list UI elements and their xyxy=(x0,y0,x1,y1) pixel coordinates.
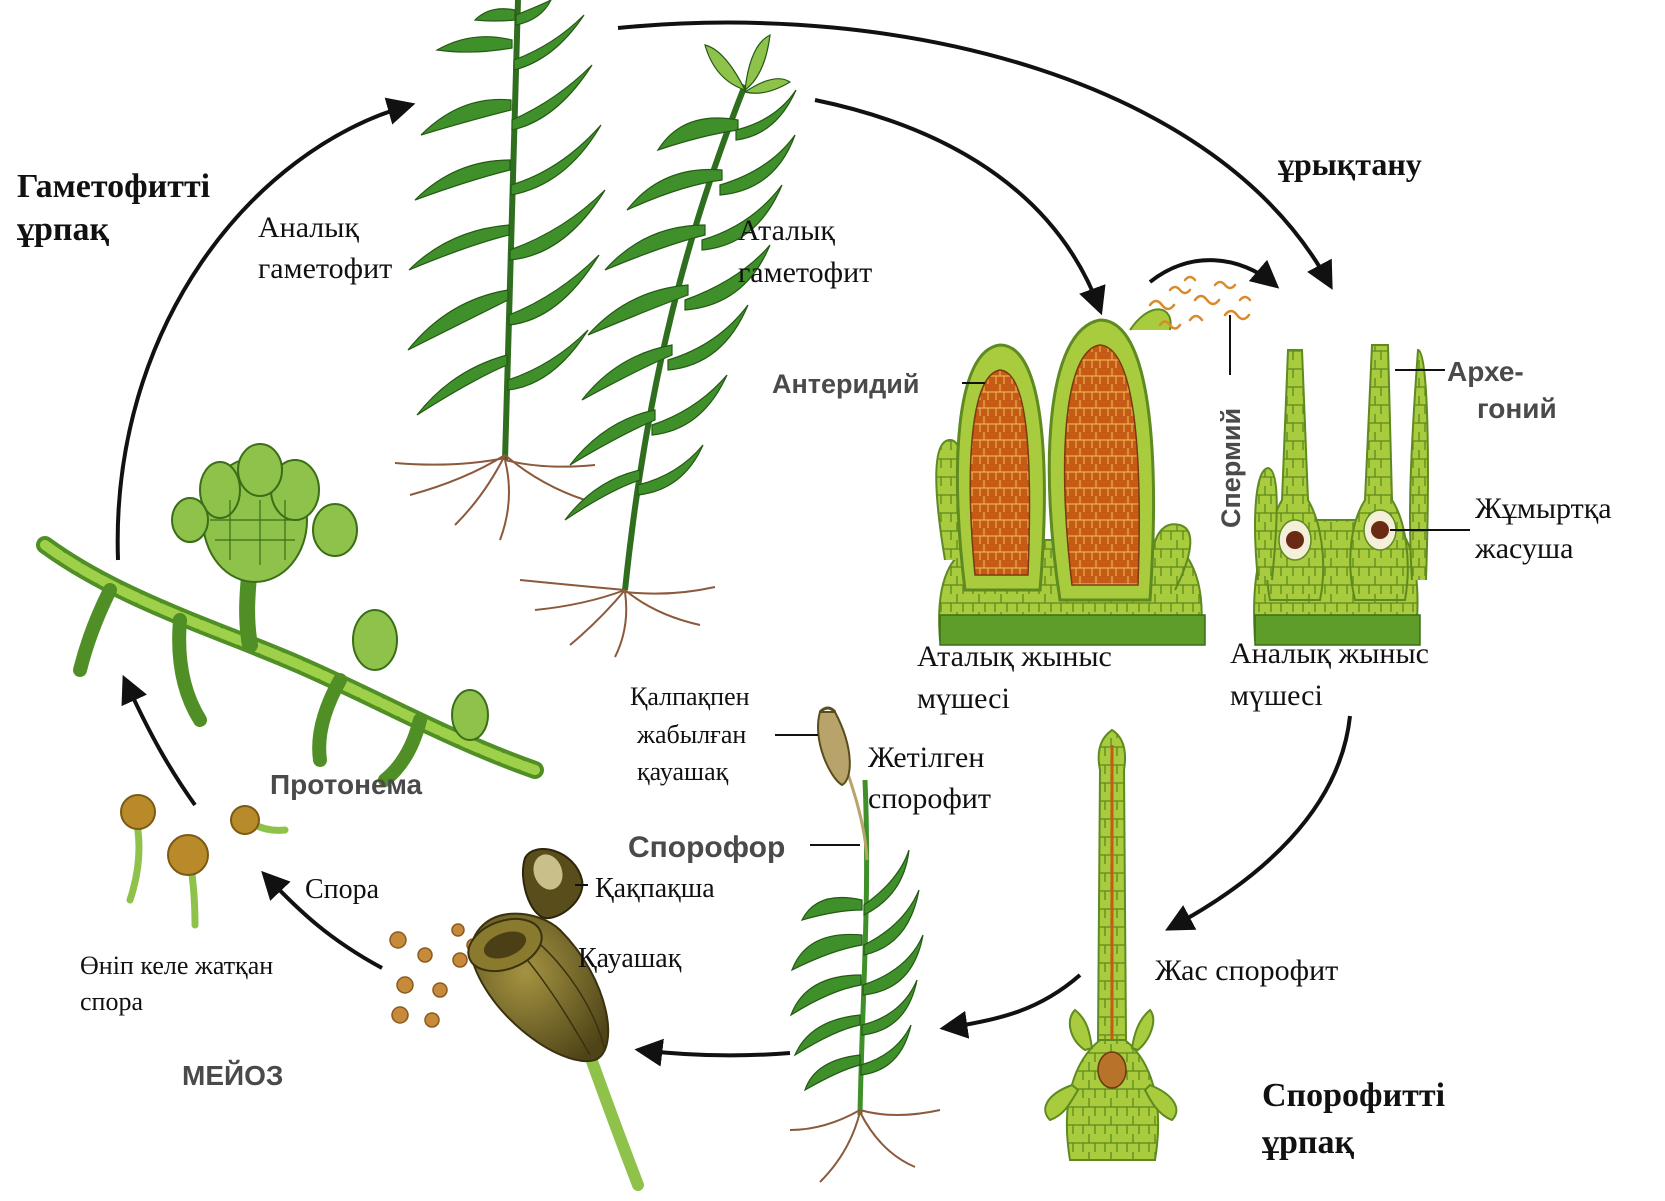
label-capsule: Қауашақ xyxy=(578,943,682,974)
arrow-to-mature-sporophyte xyxy=(945,975,1080,1028)
young-sporophyte xyxy=(1045,730,1176,1160)
label-capped-capsule-line3: қауашақ xyxy=(637,757,729,786)
label-capped-capsule-line2: жабылған xyxy=(636,720,746,749)
spores xyxy=(390,924,479,1027)
label-female-gametophyte-line2: гаметофит xyxy=(258,252,392,285)
label-female-organ-line1: Аналық жыныс xyxy=(1230,637,1429,670)
capsule-lid xyxy=(523,849,582,918)
mature-sporophyte-plant xyxy=(790,708,940,1182)
label-egg-cell-line1: Жұмыртқа xyxy=(1475,492,1612,525)
label-female-organ-line2: мүшесі xyxy=(1230,679,1323,712)
label-antheridium: Антеридий xyxy=(772,369,919,399)
label-protonema: Протонема xyxy=(270,769,423,800)
label-germinating-spore-line1: Өніп келе жатқан xyxy=(80,951,273,980)
arrow-sperm-transfer xyxy=(1150,260,1275,285)
label-spore: Спора xyxy=(305,874,380,905)
label-mature-sporophyte-line1: Жетілген xyxy=(868,741,984,774)
label-sperm: Спермий xyxy=(1216,408,1246,528)
label-capped-capsule-line1: Қалпақпен xyxy=(630,682,750,711)
label-young-sporophyte: Жас спорофит xyxy=(1155,954,1338,987)
label-mature-sporophyte-line2: спорофит xyxy=(868,782,991,815)
label-archegonium-line1: Архе- xyxy=(1447,356,1524,387)
label-sporophyte-generation-line1: Спорофитті xyxy=(1262,1077,1445,1114)
label-male-organ-line1: Аталық жыныс xyxy=(917,640,1112,673)
germinating-spores xyxy=(121,795,285,925)
sperm-cells xyxy=(1150,277,1250,329)
label-sporophore: Спорофор xyxy=(628,831,785,864)
label-egg-cell-line2: жасуша xyxy=(1474,532,1573,565)
label-gametophyte-generation-line2: ұрпақ xyxy=(17,211,109,248)
label-fertilization: ұрықтану xyxy=(1278,146,1422,182)
female-gametophyte-plant xyxy=(395,0,605,540)
label-lid: Қақпақша xyxy=(595,873,715,904)
male-organ-antheridia xyxy=(936,309,1205,645)
male-gametophyte-plant xyxy=(520,35,796,657)
label-female-gametophyte-line1: Аналық xyxy=(258,211,359,244)
label-gametophyte-generation-line1: Гаметофитті xyxy=(17,168,210,205)
female-organ-archegonia xyxy=(1254,345,1428,645)
label-meiosis: МЕЙОЗ xyxy=(182,1059,283,1091)
label-male-gametophyte-line1: Аталық xyxy=(738,214,835,247)
label-germinating-spore-line2: спора xyxy=(80,987,143,1016)
arrow-to-capsule xyxy=(640,1050,790,1055)
label-archegonium-line2: гоний xyxy=(1477,393,1557,424)
label-male-gametophyte-line2: гаметофит xyxy=(738,256,872,289)
label-sporophyte-generation-line2: ұрпақ xyxy=(1262,1124,1354,1161)
label-male-organ-line2: мүшесі xyxy=(917,682,1010,715)
arrow-to-young-sporophyte xyxy=(1170,716,1350,928)
